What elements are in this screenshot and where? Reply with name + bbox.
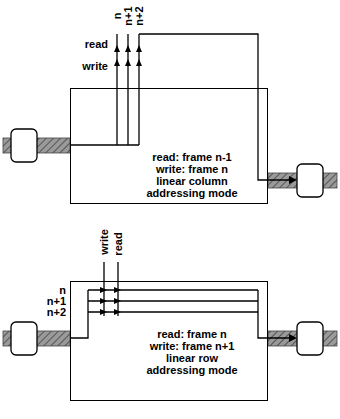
mode-name: linear row addressing mode: [144, 352, 240, 376]
signal-label: n+1: [47, 295, 66, 307]
signal-label: n+2: [47, 306, 66, 318]
signal-label: read: [85, 38, 108, 50]
signal-label: n+1: [122, 6, 134, 25]
mode-text: read: frame nwrite: frame n+1linear row …: [129, 328, 255, 376]
signal-label: write: [98, 229, 110, 255]
signal-label: n+2: [133, 6, 145, 25]
signal-label: n: [111, 13, 123, 20]
mode-name: linear column addressing mode: [144, 175, 240, 199]
memory-box: read: frame nwrite: frame n+1linear row …: [70, 281, 268, 401]
memory-box: read: frame n-1write: frame nlinear colu…: [70, 88, 268, 204]
column-lines: [70, 34, 290, 180]
frame-note: write: frame n+1: [129, 340, 255, 352]
arrowheads: [114, 45, 297, 184]
frame-note: read: frame n: [129, 328, 255, 340]
row-lines: [70, 262, 290, 338]
mode-text: read: frame n-1write: frame nlinear colu…: [129, 151, 255, 199]
signal-label: read: [112, 232, 124, 255]
frame-note: write: frame n: [129, 163, 255, 175]
frame-note: read: frame n-1: [129, 151, 255, 163]
signal-label: write: [82, 60, 108, 72]
signal-label: n: [59, 284, 66, 296]
